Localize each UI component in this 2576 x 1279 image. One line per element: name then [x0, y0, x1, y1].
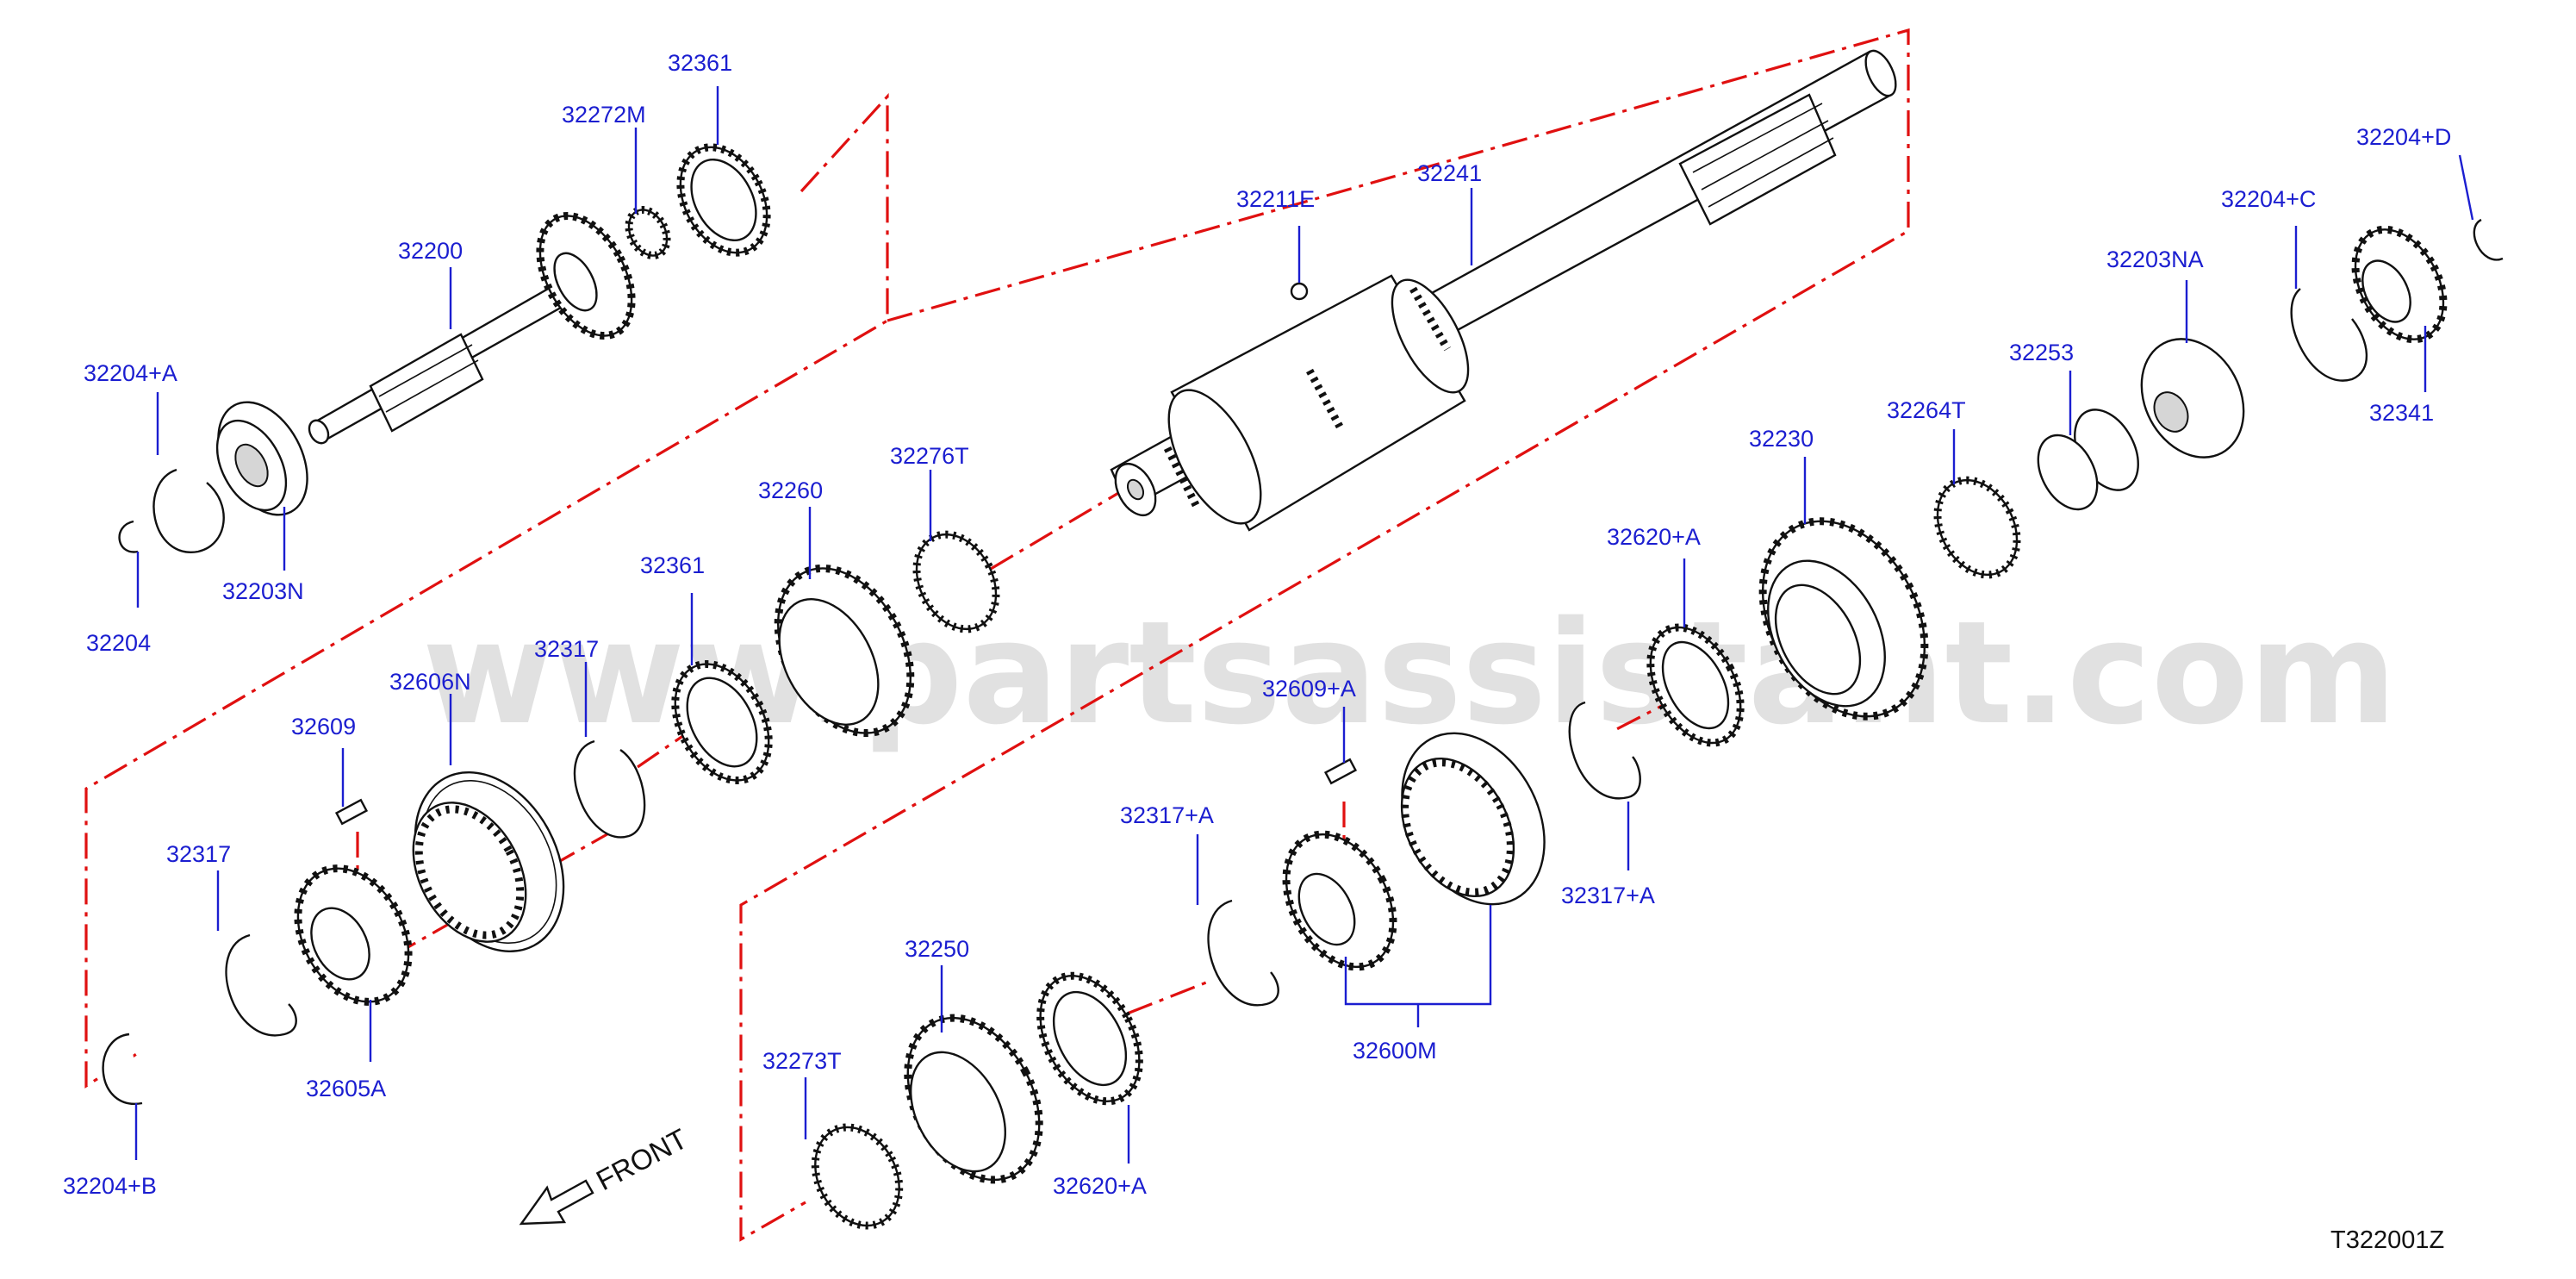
key-32609 [334, 798, 369, 826]
snap-ring-32204 [118, 520, 139, 553]
synchro-ring-32620+A-low [1036, 971, 1143, 1106]
snap-ring-32317-mid [573, 739, 646, 839]
callout-32272M: 32272M [562, 102, 646, 128]
synchro-ring-32620+A-top [1646, 623, 1745, 747]
gear-32341 [2351, 225, 2448, 344]
needle-bearing-32276T [912, 530, 1000, 633]
gear-32260 [774, 564, 915, 738]
main-shaft-32241 [1110, 49, 1897, 532]
collar-32253 [2037, 409, 2139, 511]
sleeve-32600M [1400, 732, 1546, 906]
callout-32230: 32230 [1749, 426, 1814, 452]
callout-32317-low: 32317 [166, 841, 231, 867]
callout-32609: 32609 [291, 714, 356, 739]
snap-ring-32204+D [2473, 218, 2504, 261]
snap-ring-32317+A-left [1207, 899, 1279, 1007]
sleeve-32606N [412, 771, 565, 952]
front-label: FRONT [591, 1122, 693, 1196]
callout-32317-A-left: 32317+A [1120, 802, 1214, 828]
callout-32276T: 32276T [890, 443, 969, 469]
callout-32260: 32260 [758, 477, 823, 503]
front-indicator: FRONT [519, 1122, 693, 1226]
callout-leaders [134, 86, 2474, 1164]
callout-32253: 32253 [2009, 340, 2074, 365]
callout-32609-A: 32609+A [1262, 676, 1356, 702]
callout-32361-top: 32361 [668, 50, 732, 76]
synchro-ring-32361-top [676, 143, 771, 257]
callout-32204-B: 32204+B [63, 1173, 157, 1199]
snap-ring-32204+C [2290, 288, 2368, 382]
callout-32250: 32250 [905, 936, 969, 962]
snap-ring-32317-low [225, 933, 297, 1037]
hub-32605A [294, 864, 413, 1006]
ball-32211E [1290, 282, 1309, 301]
callout-32204-D: 32204+D [2356, 124, 2451, 150]
figure-code: T322001Z [2330, 1226, 2444, 1254]
gear-32250 [904, 1014, 1043, 1184]
callout-32204: 32204 [86, 630, 151, 656]
front-arrow-icon [519, 1179, 594, 1226]
callout-32204-C: 32204+C [2221, 186, 2316, 212]
callout-32361-mid: 32361 [640, 552, 705, 578]
bearing-32203N [215, 401, 308, 516]
key-32609+A [1323, 758, 1358, 785]
needle-bearing-32273T [811, 1123, 904, 1230]
callout-32606N: 32606N [389, 669, 471, 695]
callout-32600M: 32600M [1353, 1038, 1437, 1064]
snap-ring-32204+A [152, 468, 225, 553]
callout-labels: 32361 32272M 32200 32204+A 32203N 32204 … [63, 50, 2451, 1199]
snap-ring-32317+A-right [1568, 701, 1641, 800]
callout-32317-A-right: 32317+A [1561, 883, 1655, 908]
bearing-32203NA [2140, 338, 2245, 459]
callout-32341: 32341 [2369, 400, 2434, 426]
callout-32605A: 32605A [306, 1076, 386, 1101]
callout-32273T: 32273T [762, 1048, 842, 1074]
callout-32203N: 32203N [222, 578, 304, 604]
needle-bearing-32272M [625, 206, 671, 259]
callout-32200: 32200 [398, 238, 463, 264]
callout-32620-A-low: 32620+A [1053, 1173, 1147, 1199]
needle-bearing-32264T [1933, 476, 2021, 579]
callout-32241: 32241 [1417, 160, 1482, 186]
callout-32211E: 32211E [1236, 186, 1315, 212]
hub-32600M [1282, 830, 1397, 971]
callout-32317-mid: 32317 [534, 636, 599, 662]
gear-32230 [1758, 517, 1929, 721]
input-shaft-32200 [308, 211, 636, 445]
synchro-ring-32361-mid [671, 660, 773, 784]
snap-ring-32204+B [102, 1033, 143, 1105]
callout-32203NA: 32203NA [2106, 246, 2204, 272]
callout-32204-A: 32204+A [84, 360, 177, 386]
callout-32264T: 32264T [1887, 397, 1966, 423]
callout-32620-A-top: 32620+A [1607, 524, 1701, 550]
